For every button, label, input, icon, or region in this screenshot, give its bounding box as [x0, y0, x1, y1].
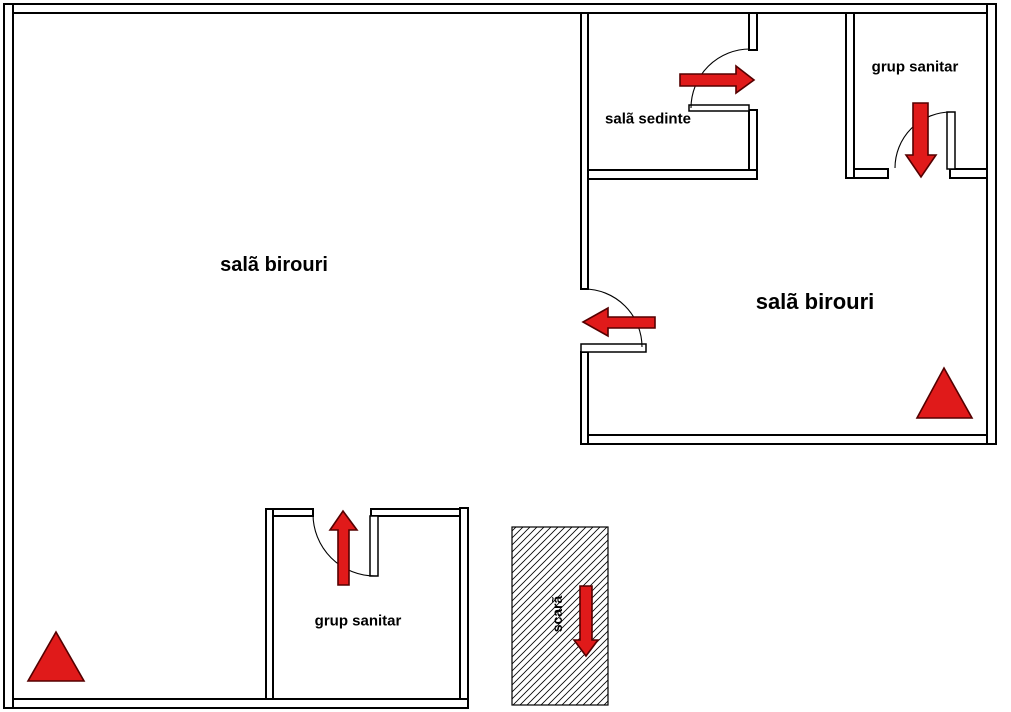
stairs-label: scarã — [549, 595, 565, 633]
wall-meeting-room-right-upper — [748, 12, 758, 51]
wall-restroom-bottom-right — [459, 507, 469, 700]
room-label-office-left: salã birouri — [220, 254, 328, 276]
arrow-up-icon — [328, 509, 359, 586]
triangle-marker-icon — [26, 630, 86, 682]
walls — [3, 3, 997, 709]
room-label-restroom-bottom: grup sanitar — [314, 612, 402, 630]
wall-mid-upper — [580, 12, 589, 290]
wall-right — [986, 3, 997, 445]
wall-left — [3, 3, 14, 709]
wall-restroom-top-bottom-right — [949, 168, 988, 179]
wall-restroom-bottom-top-right — [370, 508, 461, 517]
doors — [312, 48, 956, 577]
room-label-office-right: salã birouri — [755, 289, 875, 314]
door-swing-arc-restroom-top — [894, 111, 952, 169]
door-leaf-meeting-room — [688, 104, 750, 112]
door-swing-arc-restroom-bottom — [312, 513, 376, 577]
wall-restroom-top-left — [845, 12, 855, 179]
door-swing-arc-meeting-room — [690, 48, 751, 109]
wall-mid-lower — [580, 351, 589, 445]
room-label-restroom-top: grup sanitar — [871, 58, 959, 76]
marker-triangles — [26, 366, 974, 682]
arrow-down-icon — [904, 102, 938, 179]
door-leaf-office-right — [580, 343, 647, 353]
wall-meeting-room-bottom — [580, 169, 758, 180]
triangle-marker-icon — [915, 366, 974, 419]
room-label-meeting-room: salã sedinte — [605, 110, 691, 128]
door-leaf-restroom-bottom — [369, 515, 379, 577]
evacuation-arrows — [328, 64, 938, 658]
wall-bottom — [3, 698, 469, 709]
door-leaf-restroom-top — [946, 111, 956, 170]
arrow-left-icon — [581, 306, 656, 338]
arrow-right-icon — [679, 64, 756, 95]
wall-restroom-bottom-left — [265, 508, 274, 700]
wall-office-right-bottom — [580, 434, 997, 445]
wall-meeting-room-right-lower — [748, 109, 758, 171]
wall-top — [3, 3, 997, 14]
arrow-down-stairs-icon — [572, 585, 600, 658]
door-swing-arc-office-right — [583, 288, 643, 348]
